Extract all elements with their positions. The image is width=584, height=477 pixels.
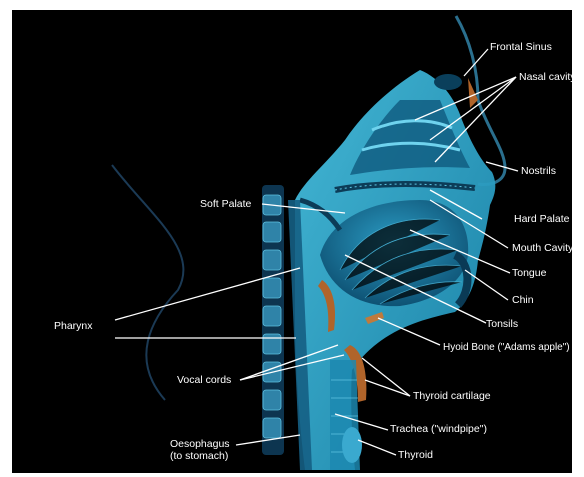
frontal-sinus-shape: [434, 74, 462, 90]
label-trachea: Trachea ("windpipe"): [390, 423, 487, 435]
label-tonsils: Tonsils: [486, 318, 518, 330]
label-hyoid-bone: Hyoid Bone ("Adams apple"): [443, 342, 570, 354]
label-hard-palate: Hard Palate: [514, 213, 569, 225]
vertebral-column: [262, 185, 284, 455]
label-pharynx: Pharynx: [54, 320, 93, 332]
label-nasal-cavity: Nasal cavity: [519, 71, 576, 83]
label-vocal-cords: Vocal cords: [177, 374, 231, 386]
label-thyroid-cartilage: Thyroid cartilage: [413, 390, 491, 402]
label-nostrils: Nostrils: [521, 165, 556, 177]
label-tongue: Tongue: [512, 267, 546, 279]
thyroid-gland-shape: [342, 427, 362, 463]
label-mouth-cavity: Mouth Cavity: [512, 242, 573, 254]
label-oesophagus: Oesophagus: [170, 438, 230, 450]
label-soft-palate: Soft Palate: [200, 198, 251, 210]
face-outline: [112, 165, 183, 400]
label-frontal-sinus: Frontal Sinus: [490, 41, 552, 53]
label-oesophagus-sub: (to stomach): [170, 450, 228, 462]
label-chin: Chin: [512, 294, 534, 306]
label-thyroid: Thyroid: [398, 449, 433, 461]
